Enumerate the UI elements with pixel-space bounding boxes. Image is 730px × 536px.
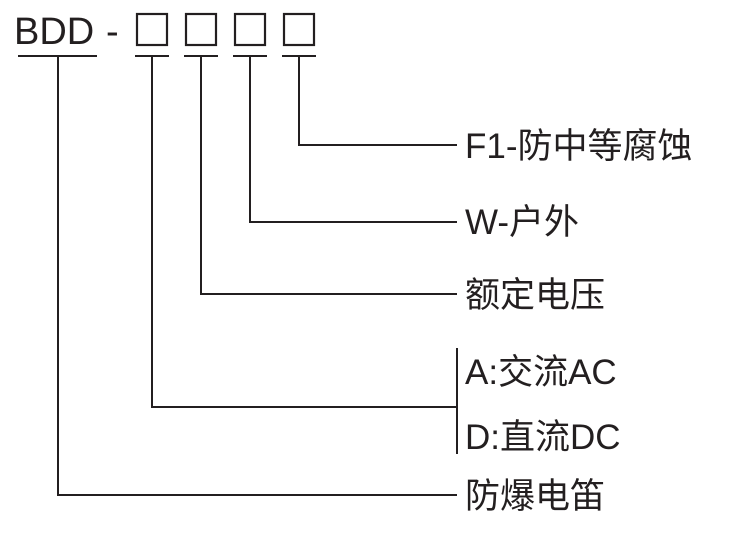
placeholder-box-1: [135, 12, 169, 47]
placeholder-box-3: [233, 12, 267, 47]
leader-current-type: [151, 56, 457, 408]
label-outdoor: W-户外: [465, 203, 579, 242]
model-separator: -: [106, 11, 119, 53]
leader-anticorrosion: [298, 56, 457, 146]
model-prefix: BDD: [14, 11, 94, 53]
label-rated-voltage: 额定电压: [465, 276, 605, 315]
leader-outdoor: [249, 56, 457, 223]
leader-rated-voltage: [200, 56, 457, 295]
placeholder-box-2: [184, 12, 218, 47]
leader-explosion-proof-bell: [57, 56, 457, 496]
placeholder-box-4: [282, 12, 316, 47]
label-explosion-proof-bell: 防爆电笛: [465, 477, 605, 516]
label-anticorrosion: F1-防中等腐蚀: [465, 127, 693, 166]
label-ac: A:交流AC: [465, 353, 617, 392]
label-dc: D:直流DC: [465, 418, 621, 457]
